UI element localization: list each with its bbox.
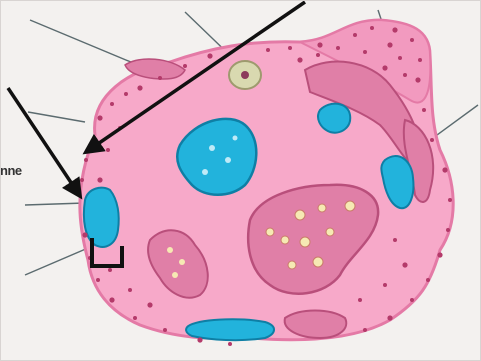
membrane-granule: [158, 76, 162, 80]
membrane-granule: [183, 64, 187, 68]
membrane-granule: [430, 138, 434, 142]
blue-vacuole-bottom: [186, 319, 274, 340]
membrane-granule: [317, 42, 322, 47]
dot: [209, 145, 215, 151]
membrane-granule: [387, 42, 392, 47]
membrane-granule: [163, 328, 167, 332]
granule: [288, 261, 296, 269]
leader-line-left-upper: [28, 112, 85, 122]
membrane-granule: [297, 57, 302, 62]
membrane-granule: [84, 158, 88, 162]
membrane-granule: [446, 228, 450, 232]
membrane-granule: [147, 302, 152, 307]
membrane-granule: [383, 283, 387, 287]
membrane-granule: [97, 177, 102, 182]
membrane-granule: [96, 278, 100, 282]
membrane-granule: [106, 148, 110, 152]
membrane-granule: [415, 77, 420, 82]
membrane-granule: [197, 337, 202, 342]
granule: [281, 236, 289, 244]
membrane-granule: [426, 278, 430, 282]
membrane-granule: [442, 167, 447, 172]
granule: [318, 204, 326, 212]
granule: [172, 272, 178, 278]
granule: [266, 228, 274, 236]
membrane-granule: [207, 53, 212, 58]
membrane-granule: [392, 27, 397, 32]
membrane-granule: [97, 115, 102, 120]
membrane-granule: [410, 298, 414, 302]
membrane-granule: [402, 262, 407, 267]
membrane-granule: [108, 268, 112, 272]
membrane-granule: [358, 298, 362, 302]
membrane-granule: [109, 297, 114, 302]
granule: [345, 201, 355, 211]
membrane-granule: [124, 92, 128, 96]
pale-vesicle-core: [241, 71, 249, 79]
membrane-granule: [410, 38, 414, 42]
membrane-granule: [393, 238, 397, 242]
membrane-granule: [382, 65, 387, 70]
dot: [225, 157, 231, 163]
membrane-granule: [363, 50, 367, 54]
dot: [233, 136, 238, 141]
granule: [167, 247, 173, 253]
granule: [326, 228, 334, 236]
membrane-granule: [418, 58, 422, 62]
membrane-granule: [422, 108, 426, 112]
membrane-granule: [137, 85, 142, 90]
dot: [202, 169, 208, 175]
membrane-granule: [353, 33, 357, 37]
membrane-granule: [110, 102, 114, 106]
membrane-granule: [363, 328, 367, 332]
membrane-granule: [316, 53, 320, 57]
membrane-granule: [403, 73, 407, 77]
granule: [295, 210, 305, 220]
blue-vacuole-left: [84, 188, 119, 247]
membrane-granule: [398, 56, 402, 60]
membrane-granule: [228, 342, 232, 346]
blue-vacuole-small: [318, 104, 350, 133]
granule: [179, 259, 185, 265]
granule: [313, 257, 323, 267]
membrane-granule: [82, 232, 87, 237]
membrane-granule: [370, 26, 374, 30]
membrane-granule: [448, 198, 452, 202]
leader-line-left-mid: [25, 203, 85, 205]
membrane-granule: [387, 315, 392, 320]
arrow-icon: [8, 88, 80, 196]
membrane-granule: [133, 316, 137, 320]
membrane-granule: [266, 48, 270, 52]
membrane-granule: [128, 288, 132, 292]
membrane-granule: [437, 252, 442, 257]
granule: [300, 237, 310, 247]
membrane-granule: [288, 46, 292, 50]
membrane-granule: [80, 178, 84, 182]
membrane-granule: [336, 46, 340, 50]
